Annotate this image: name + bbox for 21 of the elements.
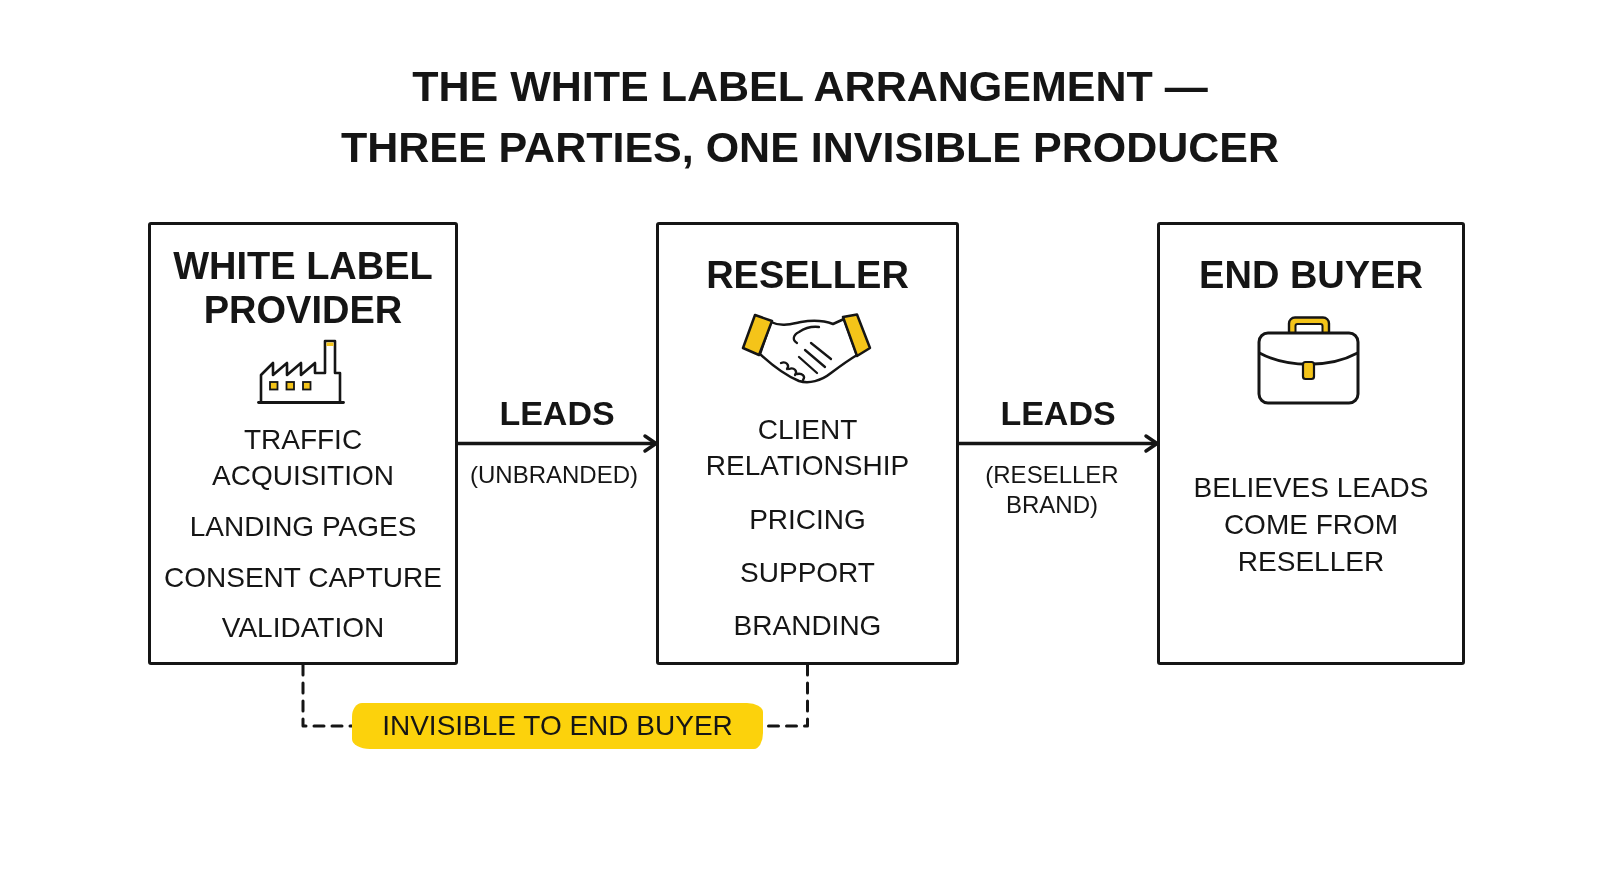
dashed-connector bbox=[301, 663, 354, 728]
party-box bbox=[148, 222, 458, 665]
highlight-band bbox=[352, 703, 763, 749]
box-heading: WHITE LABEL PROVIDER bbox=[172, 244, 434, 332]
party-box bbox=[656, 222, 959, 665]
arrow bbox=[957, 434, 1159, 453]
list-item: SUPPORT bbox=[740, 556, 875, 590]
box-heading: END BUYER bbox=[1199, 253, 1423, 297]
list-item: CONSENT CAPTURE bbox=[164, 561, 442, 595]
arrow bbox=[456, 434, 658, 453]
list-item: CLIENT RELATIONSHIP bbox=[704, 413, 911, 483]
list-item: VALIDATION bbox=[221, 611, 385, 645]
list-item: TRAFFIC ACQUISITION bbox=[211, 423, 395, 493]
list-item: LANDING PAGES bbox=[189, 510, 417, 544]
diagram-title: THE WHITE LABEL ARRANGEMENT — THREE PARTIES, ONE INVISIBLE PRODUCER bbox=[339, 61, 1281, 173]
box-heading: RESELLER bbox=[706, 253, 909, 297]
list-item: PRICING bbox=[749, 503, 866, 537]
party-box bbox=[1157, 222, 1465, 665]
box-note: BELIEVES LEADS COME FROM RESELLER bbox=[1192, 471, 1430, 579]
band-text: INVISIBLE TO END BUYER bbox=[382, 709, 733, 743]
list-item: BRANDING bbox=[733, 609, 882, 643]
